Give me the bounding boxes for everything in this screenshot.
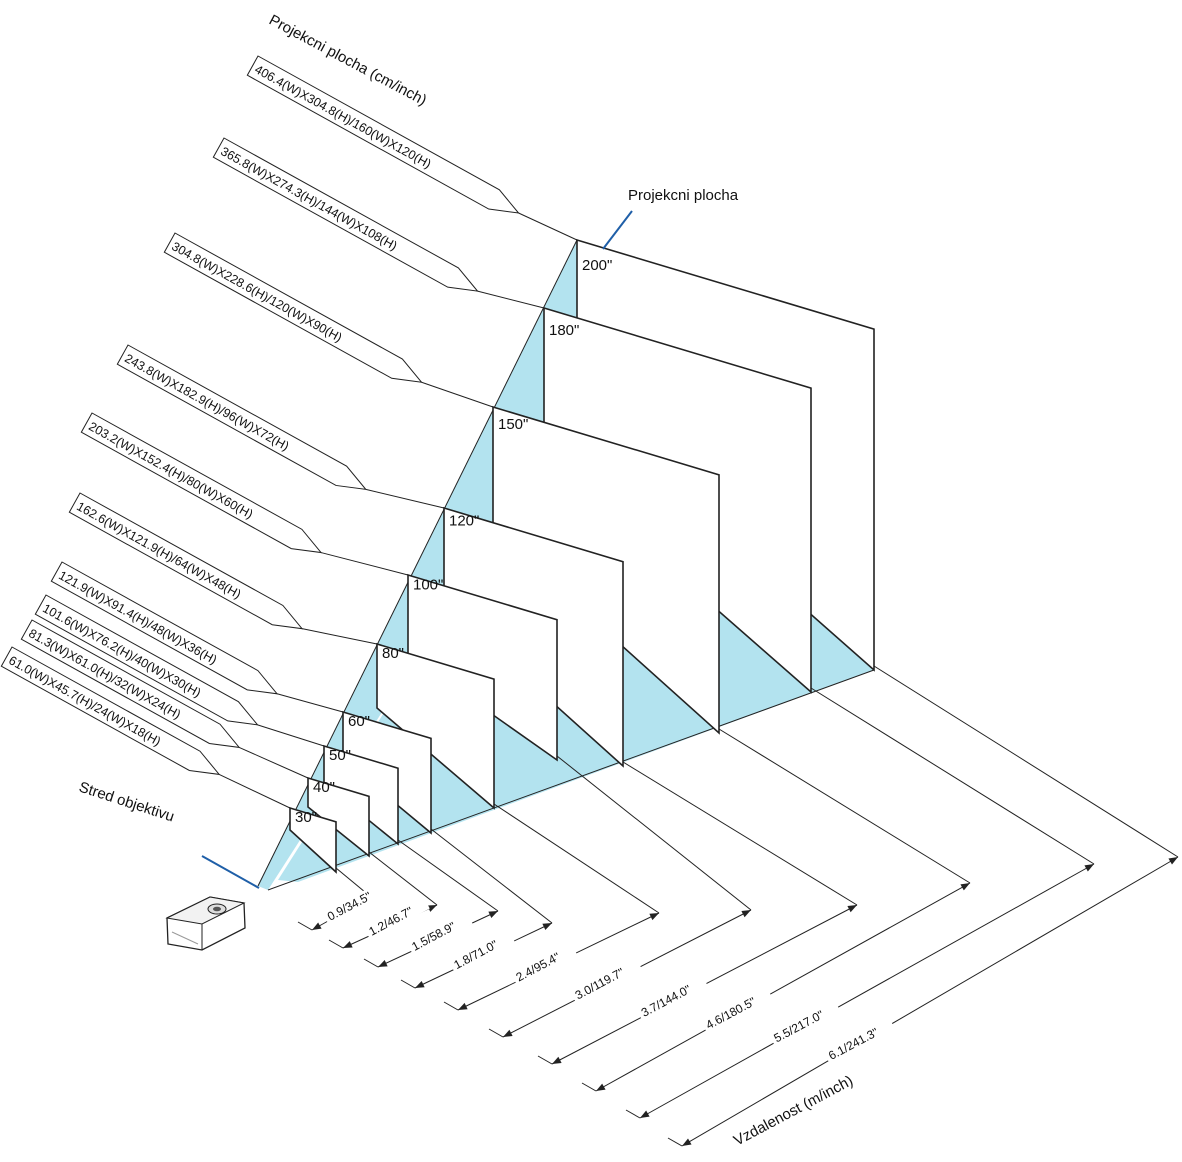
screen-dimension-text: 203.2(W)X152.4(H)/80(W)X60(H) — [86, 419, 255, 521]
distance-text: 3.0/119.7" — [573, 965, 627, 1002]
extension-line — [537, 1055, 553, 1065]
distance-label: 2.4/95.4" — [510, 941, 577, 986]
screens: 200" 180" 150" 120" 100" 80" 60" 50" 40" 30" — [289, 238, 875, 874]
extension-line — [493, 803, 660, 914]
extension-line — [430, 828, 553, 924]
screen-size-label: 100" — [413, 576, 443, 593]
distance-text: 1.2/46.7" — [367, 904, 416, 939]
screen-size-label: 60" — [348, 713, 370, 730]
tag-leader-line — [421, 381, 494, 408]
arrowhead — [542, 923, 552, 931]
tag-leader-line — [477, 290, 545, 309]
extension-line — [400, 979, 416, 989]
tag-leader-line — [320, 552, 409, 576]
arrowhead — [1084, 864, 1094, 872]
arrowhead — [682, 1138, 692, 1146]
screen-size-label: 200" — [582, 257, 612, 274]
extension-line — [363, 958, 379, 968]
distance-label: 0.9/34.5" — [322, 881, 389, 926]
tag-leader-line — [301, 628, 378, 645]
screen-dimension-text: 304.8(W)X228.6(H)/120(W)X90(H) — [169, 239, 344, 345]
distance-label: 1.2/46.7" — [363, 896, 430, 941]
tag-leader-line — [257, 724, 325, 747]
extension-line — [556, 755, 752, 911]
screen-size-label: 120" — [449, 512, 479, 529]
arrowhead — [378, 960, 388, 967]
distance-line — [681, 856, 1179, 1147]
arrowhead — [847, 905, 857, 913]
tag-leader-line — [238, 746, 309, 779]
extension-line — [297, 921, 313, 931]
distance-line — [639, 863, 1095, 1119]
screen-size-label: 180" — [549, 322, 579, 339]
arrowhead — [640, 1110, 650, 1118]
distance-dimension-lines: 0.9/34.5"1.2/46.7"1.5/58.9"1.8/71.0" 2.4/… — [297, 665, 1179, 1147]
distance-label: 5.5/217.0" — [768, 999, 841, 1047]
screen-dimension-tag: 304.8(W)X228.6(H)/120(W)X90(H) — [163, 232, 423, 383]
arrowhead — [596, 1083, 606, 1091]
screen-dimension-text: 406.4(W)X304.8(H)/160(W)X120(H) — [252, 62, 433, 171]
distance-text: 4.6/180.5" — [704, 994, 759, 1032]
screen-panel — [289, 806, 337, 874]
arrowhead — [415, 980, 425, 988]
screen-panel — [307, 776, 370, 858]
screen-panel — [376, 642, 495, 810]
extension-line — [810, 687, 1095, 865]
distance-label: 1.8/71.0" — [448, 929, 515, 974]
screen-size-label: 30" — [295, 809, 317, 826]
screen-panel — [407, 573, 558, 762]
tag-leader-line — [365, 488, 445, 509]
arrowhead — [427, 905, 437, 912]
distance-label: 6.1/241.3" — [823, 1017, 896, 1065]
distance-text: 3.7/144.0" — [639, 982, 694, 1020]
extension-line — [443, 1001, 459, 1011]
lens-center-callout: Stred objektivu — [77, 779, 177, 826]
distance-text: 5.5/217.0" — [772, 1007, 827, 1045]
tag-leader-line — [218, 773, 291, 809]
distance-label: 1.5/58.9" — [406, 911, 473, 956]
distance-header: Vzdalenost (m/inch) — [731, 1072, 856, 1149]
screen-size-label: 150" — [498, 416, 528, 433]
extension-line — [667, 1137, 683, 1147]
distance-text: 6.1/241.3" — [826, 1025, 881, 1063]
arrowhead — [488, 911, 498, 918]
tag-leader-line — [518, 212, 578, 241]
distance-label: 3.7/144.0" — [636, 974, 709, 1022]
projector-icon — [165, 896, 246, 951]
extension-line — [581, 1082, 597, 1092]
arrowhead — [960, 883, 970, 891]
extension-line — [397, 839, 499, 912]
arrowhead — [741, 910, 751, 918]
arrowhead — [552, 1056, 562, 1064]
extension-line — [622, 761, 858, 906]
arrowhead — [312, 922, 322, 930]
distance-label: 3.0/119.7" — [570, 956, 642, 1004]
extension-line — [368, 851, 438, 906]
distance-text: 2.4/95.4" — [514, 950, 563, 985]
distance-text: 1.8/71.0" — [451, 937, 500, 972]
distance-text: 1.5/58.9" — [409, 919, 458, 954]
screen-size-label: 80" — [382, 645, 404, 662]
screen-dimension-text: 365.8(W)X274.3(H)/144(W)X108(H) — [218, 144, 399, 253]
screen-dimension-tag: 243.8(W)X182.9(H)/96(W)X72(H) — [116, 344, 368, 491]
screen-dimension-text: 243.8(W)X182.9(H)/96(W)X72(H) — [122, 351, 291, 453]
distance-label: 4.6/180.5" — [700, 986, 773, 1034]
arrowhead — [503, 1029, 513, 1037]
extension-line — [328, 939, 344, 949]
arrowhead — [343, 941, 353, 948]
extension-line — [488, 1028, 504, 1038]
distance-text: 0.9/34.5" — [325, 889, 374, 924]
arrowhead — [1168, 857, 1178, 865]
distance-line — [595, 882, 971, 1092]
extension-line — [873, 665, 1179, 858]
extension-line — [718, 728, 971, 884]
tag-leader-line — [276, 693, 344, 713]
arrowhead — [458, 1002, 468, 1010]
arrowhead — [649, 913, 659, 921]
projection-screen-callout: Projekcni plocha — [628, 187, 739, 204]
screen-size-label: 50" — [329, 747, 351, 764]
extension-line — [625, 1109, 641, 1119]
screen-size-label: 40" — [313, 779, 335, 796]
